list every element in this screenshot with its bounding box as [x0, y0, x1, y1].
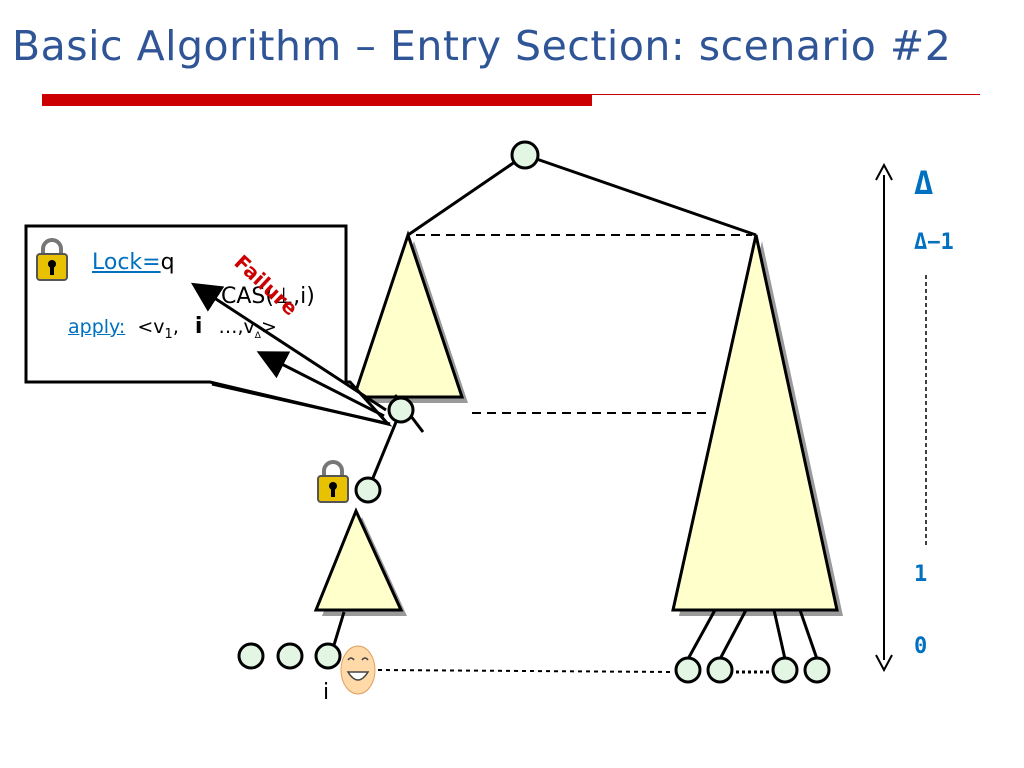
edge-root-right — [524, 153, 757, 237]
edge-node-to-locked-node — [366, 409, 403, 491]
leaf-node — [237, 642, 265, 670]
arrow-to-apply — [256, 351, 385, 418]
level-label-second: Δ−1 — [914, 230, 954, 255]
leaf-node — [803, 656, 831, 684]
edge-right-leaf-4 — [798, 609, 819, 660]
process-label: i — [323, 680, 330, 705]
edge-leaf-i — [332, 611, 346, 646]
dotted-leaf-line — [377, 669, 675, 673]
title-underline-thin — [592, 94, 980, 95]
inner-node — [387, 396, 415, 424]
level-label-zero: 0 — [914, 634, 928, 659]
level-label-one: 1 — [914, 562, 928, 587]
tuple-bold-i: i — [194, 314, 203, 339]
right-subtree — [671, 234, 843, 616]
lock-label[interactable]: Lock= — [92, 250, 161, 275]
cas-text: CAS(⊥,i) — [221, 284, 315, 309]
apply-label[interactable]: apply: — [68, 316, 126, 338]
leaf-node — [276, 642, 304, 670]
tuple-mid: …,v — [218, 316, 255, 338]
page-title: Basic Algorithm – Entry Section: scenari… — [12, 22, 952, 70]
smiley-face-icon — [340, 645, 376, 695]
level-axis-arrowhead-bottom — [875, 654, 893, 673]
left-lower-subtree — [313, 507, 407, 616]
lock-icon — [36, 238, 68, 281]
arrow-to-lock — [190, 282, 387, 412]
root-node — [510, 140, 540, 170]
leaf-node-i — [314, 642, 342, 670]
lock-icon — [317, 460, 349, 503]
tuple-sub-last: Δ — [254, 330, 261, 341]
callout-pointer-shadow — [211, 382, 391, 426]
tuple-sep: , — [172, 316, 179, 338]
edge-right-leaf-1 — [686, 609, 717, 660]
left-upper-subtree — [351, 230, 468, 403]
lock-value: q — [160, 250, 175, 275]
title-underline-thick — [42, 94, 592, 106]
edge-right-leaf-3 — [772, 609, 787, 660]
leaf-node — [674, 656, 702, 684]
tuple-open: <v — [137, 316, 165, 338]
edge-right-leaf-2 — [718, 609, 748, 660]
edge-root-left — [407, 153, 526, 237]
leaf-node — [771, 656, 799, 684]
tuple-close: > — [260, 316, 277, 338]
locked-node — [354, 476, 382, 504]
tuple-sub-first: 1 — [164, 326, 173, 342]
leaf-node — [706, 656, 734, 684]
level-axis-arrowhead-top — [875, 162, 893, 181]
callout-bubble — [24, 224, 393, 427]
level-label-top: Δ — [914, 164, 934, 202]
